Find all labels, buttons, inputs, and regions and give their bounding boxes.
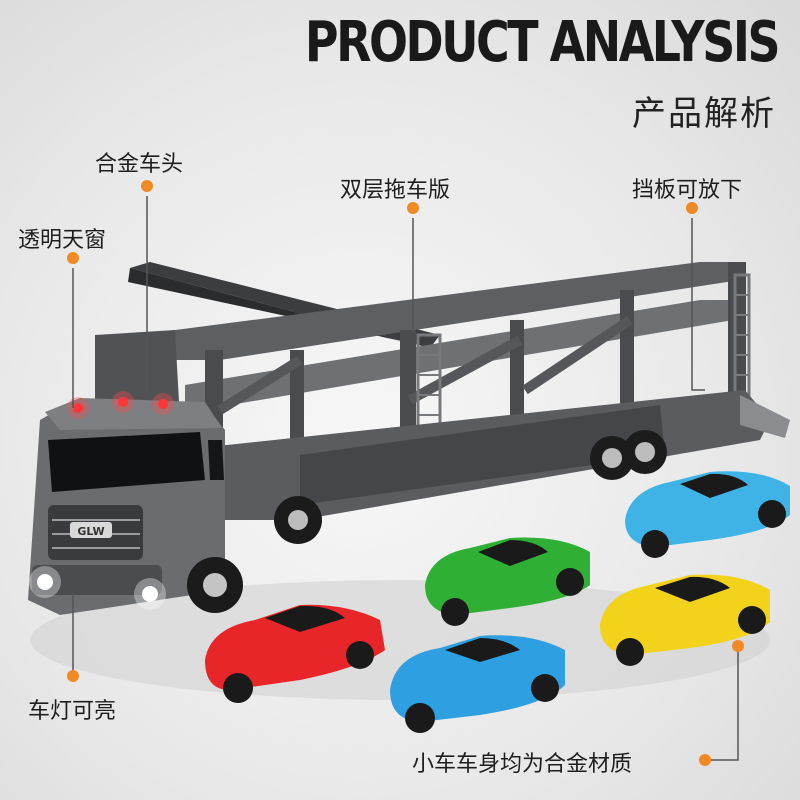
label-double-layer-trailer: 双层拖车版 (340, 178, 451, 203)
page-title: PRODUCT ANALYSIS (304, 10, 781, 75)
callout-lines (72, 196, 739, 761)
car-blue (390, 635, 565, 733)
trailer (128, 262, 790, 520)
label-transparent-sunroof: 透明天窗 (18, 228, 107, 253)
car-cyan (625, 471, 790, 558)
car-red (205, 604, 385, 703)
label-lights-on: 车灯可亮 (28, 699, 117, 724)
label-small-cars-alloy: 小车车身均为合金材质 (412, 752, 633, 777)
truck-cab: GLW (28, 330, 322, 615)
cab-badge: GLW (77, 525, 104, 538)
car-green (425, 537, 590, 626)
headlight-right (142, 586, 158, 602)
callout-dots (67, 180, 744, 766)
headlight-left (37, 574, 53, 590)
page-subtitle: 产品解析 (632, 94, 776, 134)
rear-baffle (740, 395, 790, 438)
car-yellow (600, 574, 770, 666)
label-baffle-lowerable: 挡板可放下 (632, 178, 743, 203)
windshield (48, 432, 205, 492)
label-alloy-head: 合金车头 (95, 152, 184, 177)
trailer-wheels (590, 430, 667, 480)
